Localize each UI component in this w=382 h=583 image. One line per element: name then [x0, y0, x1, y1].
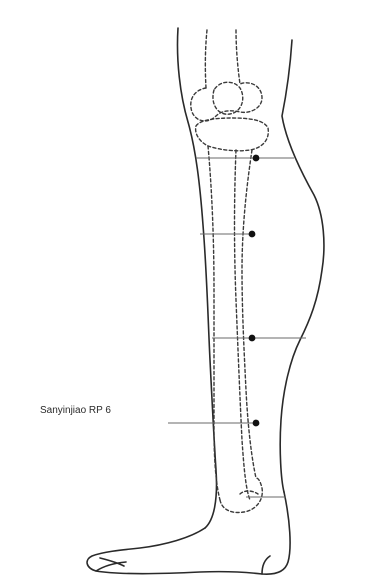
- femur-right-edge: [236, 30, 240, 84]
- fibula-line: [235, 150, 251, 500]
- knee-condyles: [191, 83, 262, 121]
- foot-contour: [87, 492, 290, 574]
- medial-malleolus: [220, 478, 262, 513]
- acupoint-dot-2: [249, 231, 256, 238]
- acupoint-dot-sanyinjiao: [253, 420, 260, 427]
- acupoint-label: Sanyinjiao RP 6: [40, 405, 111, 416]
- patella: [213, 82, 243, 114]
- acupoint-dot-1: [253, 155, 260, 162]
- acupoints: [249, 155, 260, 427]
- leg-contour-right: [280, 40, 324, 492]
- tibia-right-edge: [242, 150, 256, 478]
- acupoint-dot-3: [249, 335, 256, 342]
- leg-contour-left: [177, 28, 216, 528]
- bones: [191, 30, 269, 513]
- ankle-crease: [262, 556, 270, 574]
- toe-line: [96, 562, 126, 571]
- ankle-bone-mark: [240, 491, 258, 494]
- leg-outline: [87, 28, 324, 574]
- tibial-plateau: [196, 118, 269, 151]
- femur-left-edge: [205, 30, 207, 88]
